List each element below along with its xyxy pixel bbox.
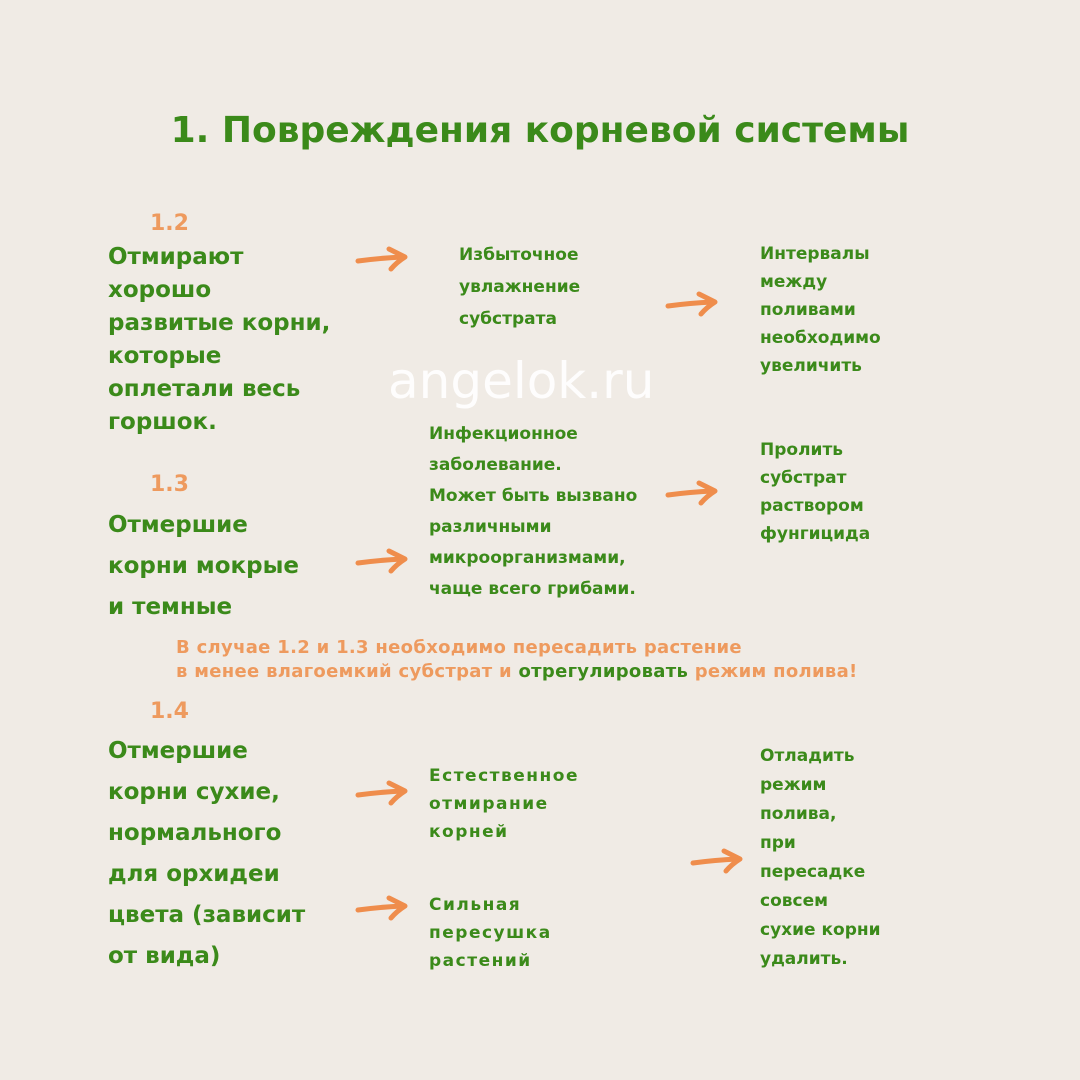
- symptom-1-2: Отмирают хорошо развитые корни, которые …: [108, 244, 331, 435]
- page-title: 1. Повреждения корневой системы: [170, 110, 910, 151]
- right-arrow-icon: [355, 548, 409, 574]
- note-highlight: отрегулировать: [518, 661, 689, 682]
- section-number-1-2: 1.2: [150, 211, 189, 236]
- cause-1-3: Инфекционное заболевание. Может быть выз…: [429, 424, 638, 599]
- cause-1-2: Избыточное увлажнение субстрата: [459, 245, 581, 329]
- right-arrow-icon: [355, 780, 409, 806]
- cause-1-4-drying: Сильная пересушка растений: [429, 895, 552, 971]
- cause-1-4-natural: Естественное отмирание корней: [429, 766, 579, 842]
- section-number-1-4: 1.4: [150, 699, 189, 724]
- symptom-1-3: Отмершие корни мокрые и темные: [108, 512, 299, 620]
- right-arrow-icon: [690, 848, 744, 874]
- right-arrow-icon: [355, 246, 409, 272]
- right-arrow-icon: [665, 291, 719, 317]
- section-number-1-3: 1.3: [150, 472, 189, 497]
- transplant-note: В случае 1.2 и 1.3 необходимо пересадить…: [176, 637, 858, 682]
- right-arrow-icon: [665, 480, 719, 506]
- right-arrow-icon: [355, 895, 409, 921]
- solution-1-4: Отладить режим полива, при пересадке сов…: [760, 746, 881, 969]
- watermark: angelok.ru: [388, 352, 655, 410]
- solution-1-3: Пролить субстрат раствором фунгицида: [760, 440, 871, 544]
- symptom-1-4: Отмершие корни сухие, нормального для ор…: [108, 738, 306, 969]
- solution-1-2: Интервалы между поливами необходимо увел…: [760, 244, 881, 376]
